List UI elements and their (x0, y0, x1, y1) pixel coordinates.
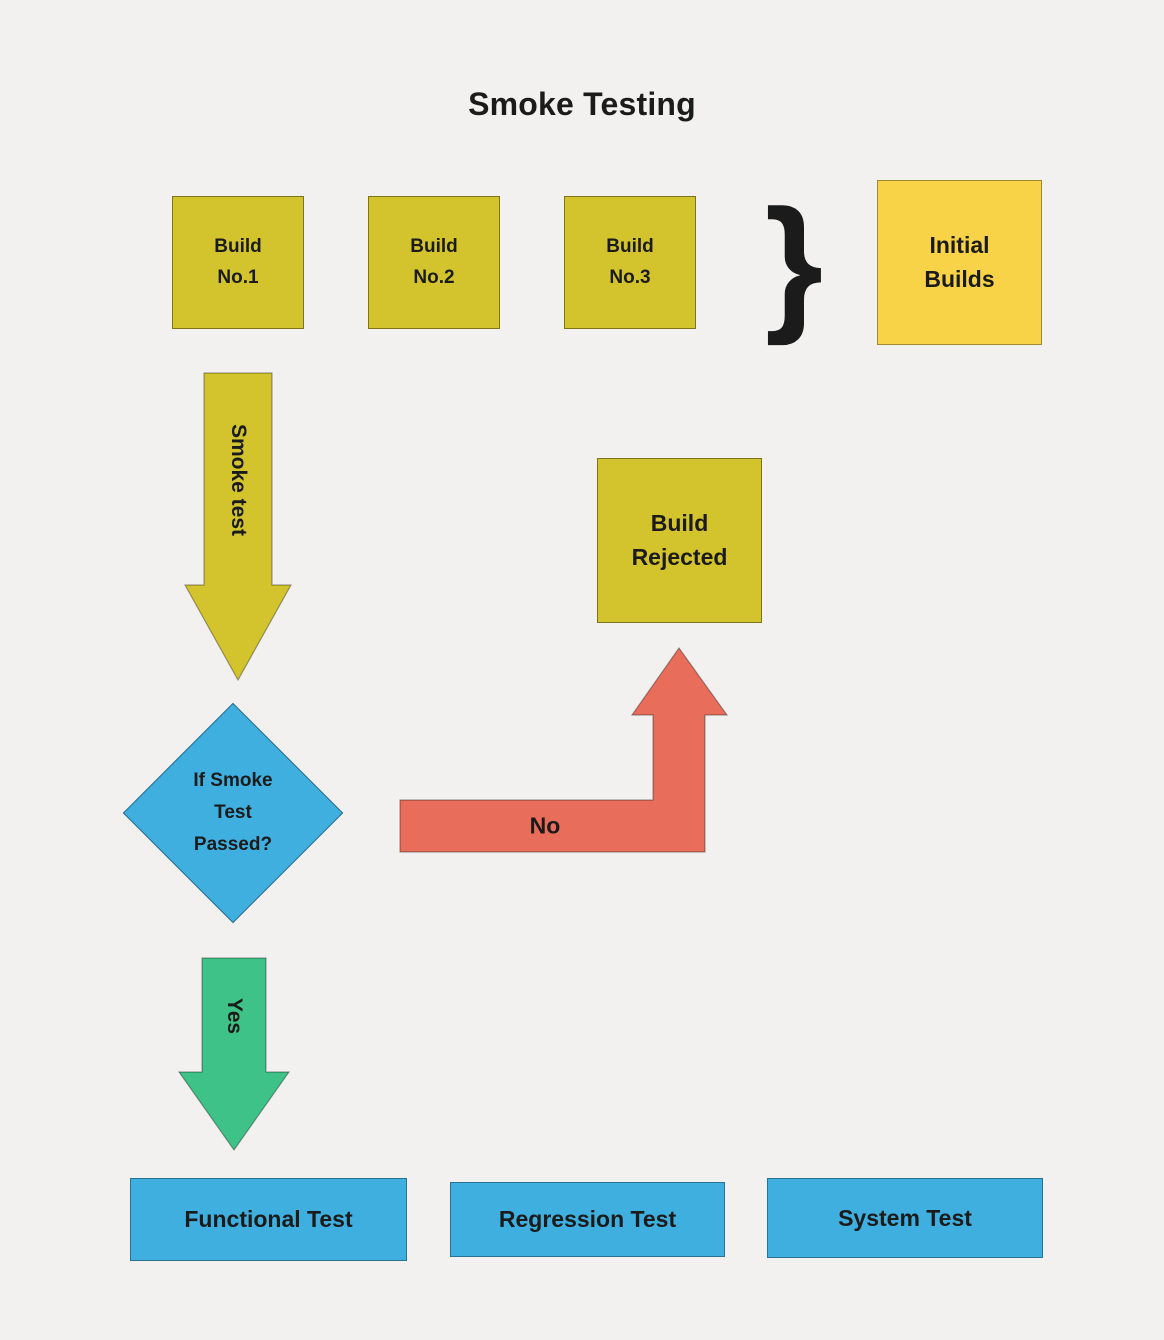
no-elbow-up-arrow-icon (399, 646, 729, 853)
build-rejected-box: Build Rejected (597, 458, 762, 623)
regression-test-label: Regression Test (498, 1206, 677, 1232)
functional-test-box: Functional Test (130, 1178, 407, 1261)
curly-brace-icon: } (764, 178, 824, 346)
page-title: Smoke Testing (468, 86, 696, 122)
build-no1-label: Build No.1 (214, 236, 262, 288)
initial-builds-label: Initial Builds (924, 232, 995, 292)
functional-test-label: Functional Test (184, 1206, 353, 1232)
initial-builds-box: Initial Builds (877, 180, 1042, 345)
build-no3-box: Build No.3 (564, 196, 696, 329)
decision-label: If Smoke Test Passed? (193, 769, 273, 856)
smoke-test-arrow-label: Smoke test (227, 423, 250, 537)
regression-test-box: Regression Test (450, 1182, 725, 1257)
build-no1-box: Build No.1 (172, 196, 304, 329)
smoke-test-down-arrow-icon (183, 372, 293, 682)
yes-arrow-label: Yes (223, 997, 246, 1035)
yes-down-arrow-icon (177, 957, 291, 1152)
build-no3-label: Build No.3 (606, 236, 654, 288)
build-rejected-label: Build Rejected (631, 510, 728, 570)
system-test-box: System Test (767, 1178, 1043, 1258)
build-no2-label: Build No.2 (410, 236, 458, 288)
system-test-label: System Test (838, 1204, 972, 1231)
build-no2-box: Build No.2 (368, 196, 500, 329)
no-arrow-label: No (529, 812, 561, 839)
